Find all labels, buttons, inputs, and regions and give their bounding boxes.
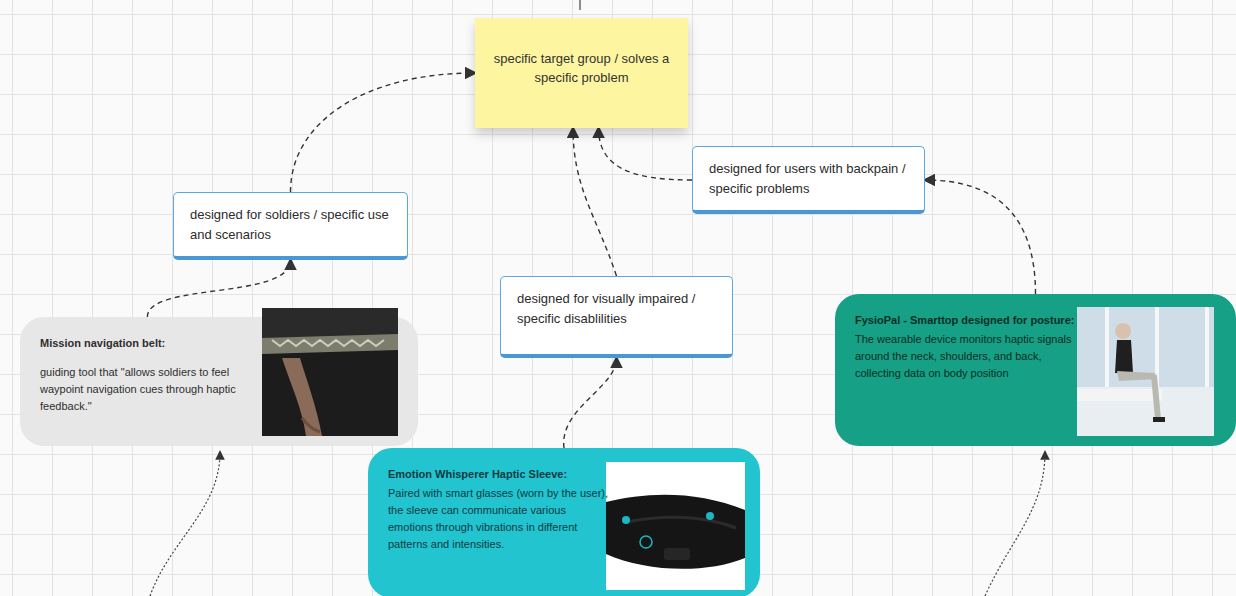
sticky-note: specific target group / solves a specifi… bbox=[475, 18, 688, 128]
dashed-connector bbox=[564, 358, 617, 448]
card-body: guiding tool that "allows soldiers to fe… bbox=[40, 364, 262, 415]
category-box: designed for soldiers / specific use and… bbox=[173, 192, 408, 260]
offscreen-link bbox=[150, 452, 220, 596]
offscreen-link bbox=[579, 0, 580, 10]
node-label: specific target group / solves a specifi… bbox=[489, 50, 674, 88]
sleeve-photo bbox=[606, 462, 745, 590]
card-heading: FysioPal - Smarttop designed for posture… bbox=[855, 312, 1083, 329]
category-box: designed for users with backpain / speci… bbox=[692, 146, 925, 214]
node-label: designed for users with backpain / speci… bbox=[709, 159, 910, 198]
product-card: Emotion Whisperer Haptic Sleeve: Paired w… bbox=[368, 448, 760, 596]
card-text: Mission navigation belt: guiding tool tha… bbox=[40, 335, 262, 415]
node-label: designed for soldiers / specific use and… bbox=[190, 205, 393, 244]
category-box: designed for visually impaired / specifi… bbox=[500, 276, 733, 358]
card-heading: Emotion Whisperer Haptic Sleeve: bbox=[388, 466, 610, 483]
card-body: The wearable device monitors haptic sign… bbox=[855, 331, 1083, 382]
card-heading: Mission navigation belt: bbox=[40, 335, 262, 352]
card-body: Paired with smart glasses (worn by the u… bbox=[388, 485, 610, 553]
dashed-connector bbox=[925, 180, 1036, 294]
dashed-connector bbox=[573, 128, 617, 276]
product-card: FysioPal - Smarttop designed for posture… bbox=[835, 294, 1236, 446]
card-text: FysioPal - Smarttop designed for posture… bbox=[855, 312, 1083, 382]
posture-photo bbox=[1077, 307, 1214, 436]
offscreen-link bbox=[985, 452, 1045, 596]
product-card: Mission navigation belt: guiding tool tha… bbox=[20, 317, 418, 446]
dashed-connector bbox=[291, 73, 476, 192]
dashed-connector bbox=[599, 128, 692, 180]
belt-photo bbox=[262, 308, 398, 436]
card-text: Emotion Whisperer Haptic Sleeve: Paired w… bbox=[388, 466, 610, 553]
node-label: designed for visually impaired / specifi… bbox=[517, 289, 718, 328]
